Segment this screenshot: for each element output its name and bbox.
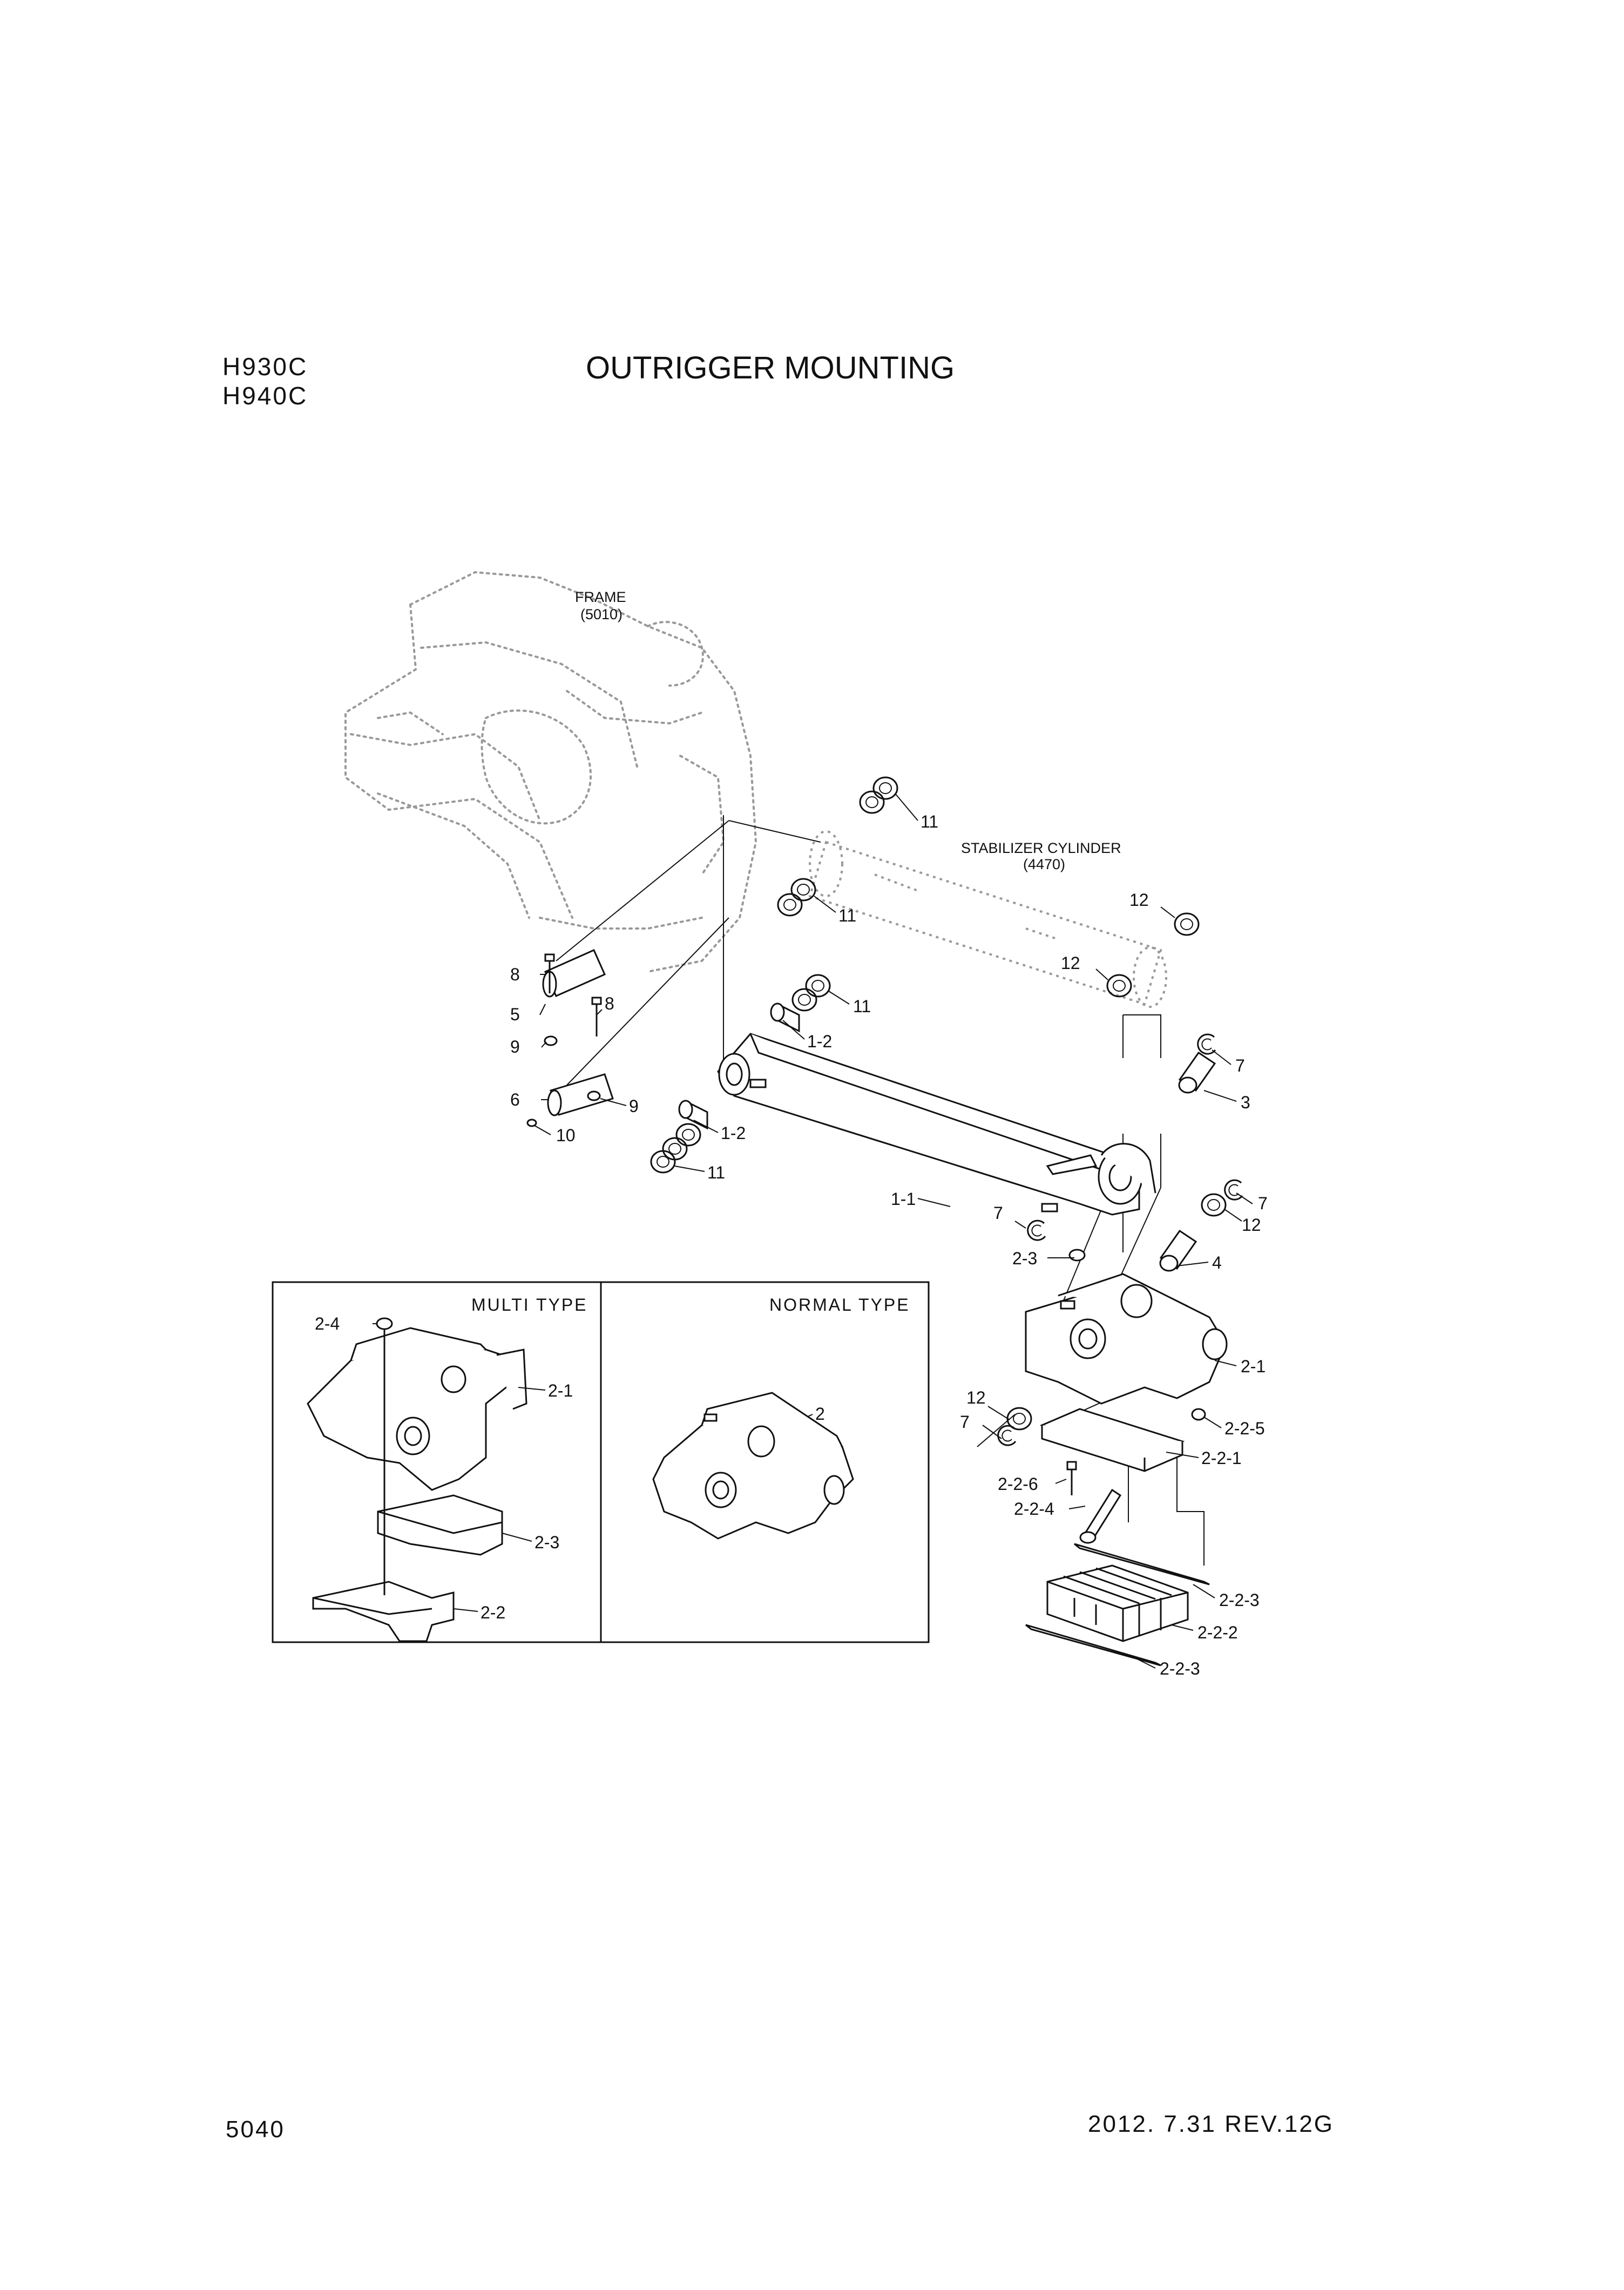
normal-type-title: NORMAL TYPE — [769, 1295, 910, 1315]
callout-6: 6 — [510, 1090, 520, 1109]
pins-and-bolts — [526, 949, 614, 1127]
callout-2-2-4: 2-2-4 — [1014, 1499, 1054, 1519]
callout-9: 9 — [629, 1096, 639, 1116]
pad-plate-assembly — [1039, 1408, 1206, 1544]
leader-lines — [534, 793, 1253, 1669]
multi-type-title: MULTI TYPE — [471, 1295, 588, 1315]
inset-box: MULTI TYPE NORMAL TYPE 2-4 2-1 2-3 2-2 — [272, 1281, 930, 1643]
callout-3: 3 — [1241, 1093, 1250, 1112]
callout-12: 12 — [1242, 1215, 1261, 1235]
callout-2-2-6: 2-2-6 — [998, 1474, 1038, 1494]
callout-1-2: 1-2 — [807, 1032, 832, 1051]
rubber-pad — [1025, 1543, 1210, 1666]
callout-2-2-2: 2-2-2 — [1197, 1623, 1238, 1642]
inset-callout-2-1: 2-1 — [548, 1381, 573, 1400]
callout-2-2-3: 2-2-3 — [1160, 1659, 1200, 1678]
callout-12: 12 — [1061, 953, 1080, 973]
callout-11: 11 — [838, 906, 856, 925]
callout-12: 12 — [1129, 890, 1149, 910]
cylinder-ref-code: (4470) — [1023, 856, 1065, 872]
callout-2-3: 2-3 — [1012, 1249, 1037, 1268]
callout-2-2-3: 2-2-3 — [1219, 1590, 1260, 1610]
callout-7: 7 — [993, 1203, 1003, 1223]
inset-callout-2: 2 — [815, 1404, 825, 1424]
callout-2-1: 2-1 — [1241, 1357, 1266, 1376]
frame-ref-name: FRAME — [575, 589, 626, 605]
callout-5: 5 — [510, 1005, 520, 1024]
callout-9: 9 — [510, 1037, 520, 1056]
frame-ref-code: (5010) — [580, 606, 622, 622]
pins-3-4 — [1159, 1051, 1216, 1272]
outrigger-arm — [717, 1033, 1156, 1216]
cylinder-ref-name: STABILIZER CYLINDER — [961, 840, 1121, 856]
callout-2-2-5: 2-2-5 — [1224, 1419, 1265, 1438]
callout-1-1: 1-1 — [891, 1189, 916, 1209]
callout-4: 4 — [1212, 1253, 1222, 1272]
callout-11: 11 — [853, 997, 871, 1016]
stabilizer-cylinder-phantom — [808, 830, 1167, 1008]
callout-7: 7 — [1235, 1056, 1245, 1075]
callout-8: 8 — [605, 994, 614, 1013]
page-number: 5040 — [226, 2116, 285, 2143]
frame-phantom — [344, 571, 757, 973]
callout-1-2: 1-2 — [721, 1123, 746, 1143]
inset-callout-2-2: 2-2 — [481, 1603, 505, 1622]
inset-callout-2-4: 2-4 — [315, 1314, 340, 1333]
model-h940c: H940C — [222, 382, 308, 410]
main-bracket — [1025, 1249, 1228, 1405]
callout-11: 11 — [921, 812, 938, 831]
revision-date: 2012. 7.31 REV.12G — [1088, 2111, 1335, 2137]
callout-2-2-1: 2-2-1 — [1201, 1448, 1242, 1468]
bushings — [678, 1002, 800, 1130]
callout-labels: 11 11 11 11 12 12 12 12 8 8 5 6 9 9 10 1… — [510, 812, 1268, 1678]
callout-10: 10 — [556, 1126, 576, 1145]
callout-12: 12 — [966, 1388, 986, 1407]
callout-8: 8 — [510, 965, 520, 984]
inset-callout-2-3: 2-3 — [534, 1533, 559, 1552]
callout-11: 11 — [707, 1163, 725, 1182]
page-title: OUTRIGGER MOUNTING — [586, 350, 955, 385]
model-h930c: H930C — [222, 353, 308, 381]
callout-7: 7 — [1258, 1194, 1268, 1213]
callout-7: 7 — [960, 1412, 970, 1432]
